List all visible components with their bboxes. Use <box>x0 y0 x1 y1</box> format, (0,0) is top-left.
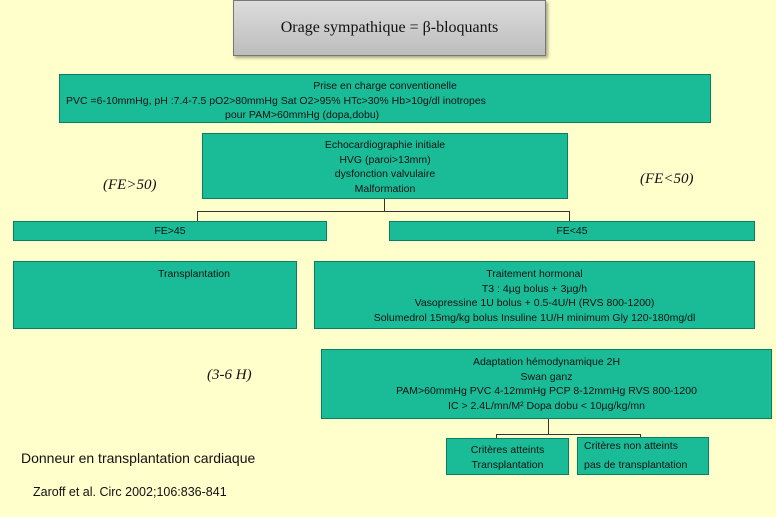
node-text: HVG (paroi>13mm) <box>339 153 431 166</box>
node-text: Adaptation hémodynamique 2H <box>472 356 621 368</box>
connector-split <box>197 211 570 212</box>
node-text: Echocardiographie initiale <box>324 139 446 151</box>
note-fe-lt-50: (FE<50) <box>640 171 694 187</box>
node-text: Vasopressine 1U bolus + 0.5-4U/H (RVS 80… <box>414 297 655 309</box>
node-traitement-hormonal: Traitement hormonal T3 : 4µg bolus + 3µg… <box>314 261 755 329</box>
note-fe-gt-50: (FE>50) <box>103 177 157 193</box>
node-text: FE<45 <box>556 225 588 237</box>
node-text: PVC =6-10mmHg, pH :7.4-7.5 pO2>80mmHg Sa… <box>66 94 486 107</box>
node-text: IC > 2.4L/mn/M² Dopa dobu < 10µg/kg/mn <box>448 399 645 412</box>
node-prise-en-charge: Prise en charge conventionelle PVC =6-10… <box>59 74 711 123</box>
connector-criteria-split <box>496 434 641 435</box>
node-text: Prise en charge conventionelle <box>313 80 457 92</box>
node-fe-low: FE<45 <box>389 221 755 241</box>
node-criteres-non-atteints: Critères non atteints pas de transplanta… <box>577 437 709 475</box>
node-text: T3 : 4µg bolus + 3µg/h <box>481 282 588 295</box>
node-text: pas de transplantation <box>584 458 688 471</box>
connector-criteria-left <box>496 434 497 438</box>
connector-criteria-right <box>640 434 641 438</box>
node-text: FE>45 <box>154 225 186 237</box>
citation: Zaroff et al. Circ 2002;106:836-841 <box>33 485 227 499</box>
note-duration: (3-6 H) <box>207 367 252 383</box>
node-echocardiographie: Echocardiographie initiale HVG (paroi>13… <box>202 133 568 199</box>
connector-adapt-stem <box>548 419 549 434</box>
node-text: PAM>60mmHg PVC 4-12mmHg PCP 8-12mmHg RVS… <box>396 385 697 397</box>
node-text: Critères non atteints <box>584 440 678 452</box>
node-text: Transplantation <box>471 458 544 471</box>
diagram-title: Orage sympathique = β-bloquants <box>280 19 499 36</box>
node-text: Solumedrol 15mg/kg bolus Insuline 1U/H m… <box>373 311 696 324</box>
node-text: pour PAM>60mmHg (dopa,dobu) <box>225 109 380 121</box>
node-text: Critères atteints <box>470 444 545 456</box>
node-text: Swan ganz <box>520 370 573 383</box>
node-text: Malformation <box>354 182 416 195</box>
node-transplantation-left: Transplantation <box>13 261 297 329</box>
title-box: Orage sympathique = β-bloquants <box>233 0 546 56</box>
node-text: Traitement hormonal <box>486 268 583 280</box>
node-text: Transplantation <box>158 268 230 280</box>
node-adaptation-hemodynamique: Adaptation hémodynamique 2H Swan ganz PA… <box>321 349 772 419</box>
node-criteres-atteints: Critères atteints Transplantation <box>446 438 569 475</box>
connector-right-drop <box>569 211 570 221</box>
caption: Donneur en transplantation cardiaque <box>21 450 256 466</box>
node-text: dysfonction valvulaire <box>334 168 436 180</box>
connector-echo-stem <box>384 199 385 211</box>
node-fe-high: FE>45 <box>13 221 327 241</box>
connector-left-drop <box>197 211 198 221</box>
